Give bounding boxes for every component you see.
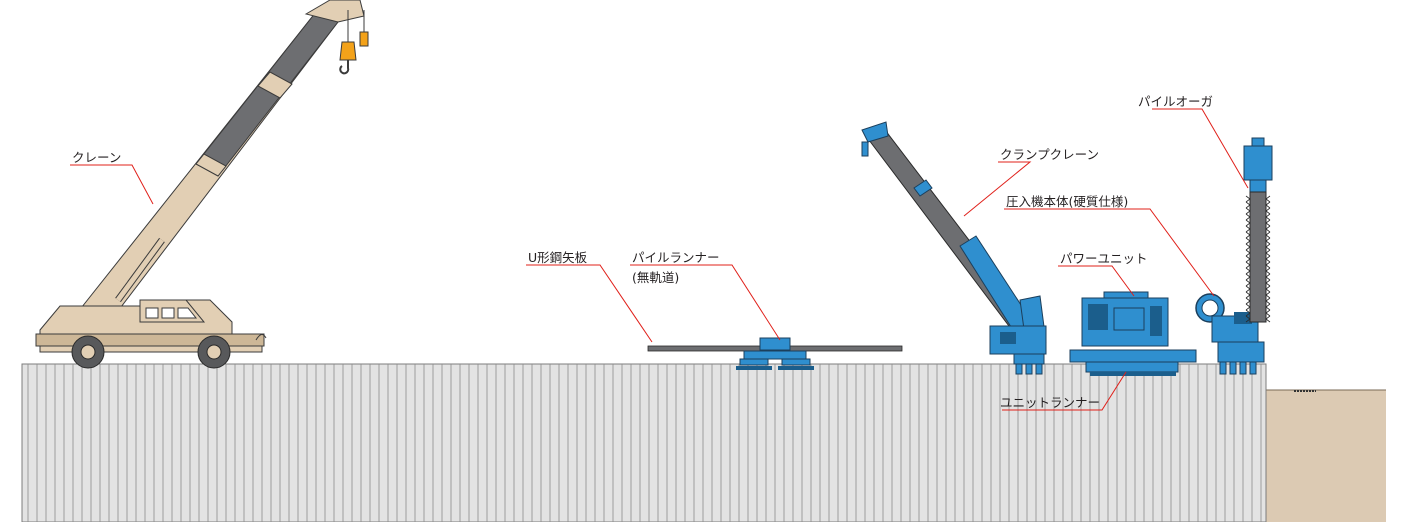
label-press-machine: 圧入機本体(硬質仕様) <box>1006 194 1129 209</box>
pile-auger <box>1243 137 1273 323</box>
label-pile-auger: パイルオーガ <box>1138 94 1214 109</box>
label-crane: クレーン <box>72 150 122 165</box>
label-u-sheet-pile: U形鋼矢板 <box>528 250 588 265</box>
label-clamp-crane: クランプクレーン <box>1000 147 1100 162</box>
label-power-unit: パワーユニット <box>1060 251 1148 266</box>
leader-lines <box>70 108 1249 411</box>
soil-area <box>1255 389 1386 522</box>
sheet-pile-wall <box>21 363 1267 523</box>
label-pile-runner: パイルランナー <box>632 250 720 265</box>
press-machine <box>1195 293 1265 375</box>
label-pile-runner-sub: (無軌道) <box>632 270 680 285</box>
unit-runner <box>1069 349 1197 376</box>
power-unit <box>1081 291 1169 347</box>
clamp-crane <box>861 121 1047 375</box>
crane <box>35 0 369 369</box>
pile-runner <box>736 337 814 370</box>
label-unit-runner: ユニットランナー <box>1000 395 1101 410</box>
